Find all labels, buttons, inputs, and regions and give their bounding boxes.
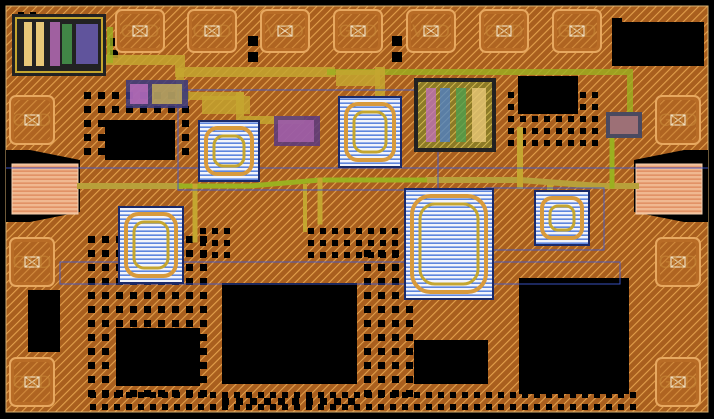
bond-pad-label: GND	[13, 373, 52, 393]
bond-pad-top-6: GND	[479, 9, 529, 53]
inductor-5	[534, 190, 590, 246]
bond-pad-right-mid: GND	[655, 237, 701, 287]
bond-pad-label: GND	[13, 253, 52, 273]
bond-pad-label: GND	[659, 253, 698, 273]
bond-pad-label: GND	[558, 22, 597, 42]
bond-pad-label: GND	[485, 22, 524, 42]
bond-pad-label: VDD	[266, 22, 304, 42]
rf-port-right	[635, 163, 703, 215]
bond-pad-label: GND	[121, 22, 160, 42]
inductors	[118, 96, 590, 300]
bond-pad-label: GND	[193, 22, 232, 42]
bond-pad-label: VDD	[412, 22, 450, 42]
bond-pad-right-bottom: GND	[655, 357, 701, 407]
bond-pad-top-7: GND	[552, 9, 602, 53]
bond-pad-top-1: GND	[115, 9, 165, 53]
inductor-4	[404, 188, 494, 300]
bond-pad-left-lower: GND	[9, 237, 55, 287]
bond-pad-top-4: GND	[333, 9, 383, 53]
circuit-cells	[12, 14, 642, 152]
inductor-2	[338, 96, 402, 168]
bond-pad-left-upper: GND	[9, 95, 55, 145]
inductor-3	[118, 206, 184, 284]
bond-pad-label: GND	[659, 111, 698, 131]
rf-port-left	[11, 163, 79, 215]
cutout-regions	[28, 22, 704, 394]
bond-pads: GND GND VDD GND VDD GND GND GND GND GND GND GND GND	[9, 9, 701, 407]
bond-pad-label: GND	[339, 22, 378, 42]
bond-pad-right-upper: GND	[655, 95, 701, 145]
bond-pad-label: GND	[659, 373, 698, 393]
bond-pad-top-3: VDD	[260, 9, 310, 53]
bond-pad-label: GND	[13, 111, 52, 131]
bond-pad-top-5: VDD	[406, 9, 456, 53]
bond-pad-top-2: GND	[187, 9, 237, 53]
bond-pad-left-bottom: GND	[9, 357, 55, 407]
inductor-1	[198, 120, 260, 182]
